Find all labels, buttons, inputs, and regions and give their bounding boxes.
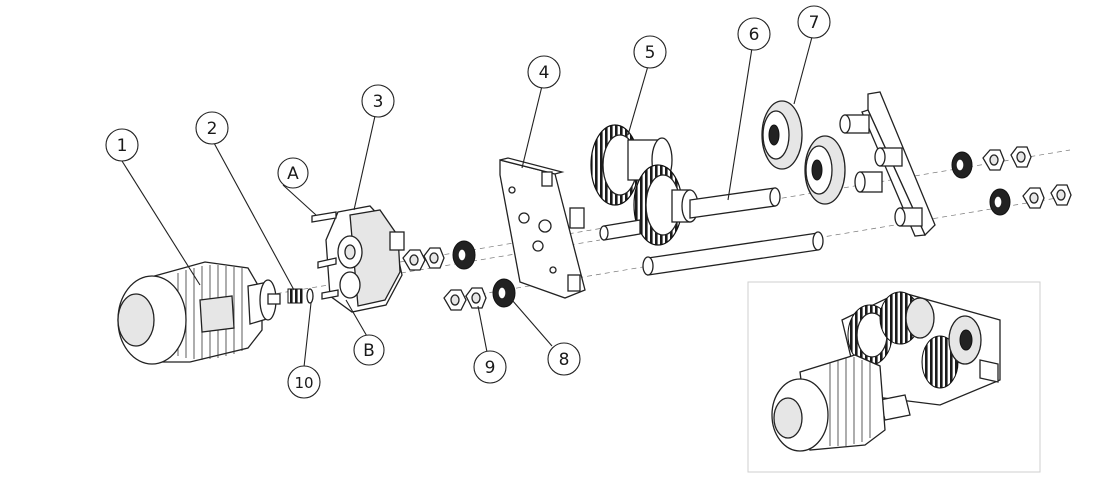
bearing-lower bbox=[492, 278, 516, 308]
callout-9: 9 bbox=[473, 350, 507, 384]
callout-A: A bbox=[277, 157, 309, 189]
callout-9-label: 9 bbox=[485, 358, 496, 378]
assembled-view-inset bbox=[747, 281, 1041, 473]
callout-B-label: B bbox=[363, 341, 375, 361]
nut-pair-right-upper bbox=[982, 146, 1032, 171]
bearing-right-lower bbox=[989, 188, 1011, 216]
callout-7-label: 7 bbox=[809, 13, 820, 33]
callout-6-label: 6 bbox=[749, 25, 760, 45]
callout-A-label: A bbox=[287, 164, 299, 184]
callout-4: 4 bbox=[527, 55, 561, 89]
callout-10-label: 10 bbox=[294, 374, 313, 392]
callout-8: 8 bbox=[547, 342, 581, 376]
axle-lower bbox=[642, 231, 824, 276]
callout-1: 1 bbox=[105, 128, 139, 162]
wheel-lower bbox=[804, 135, 846, 205]
callout-4-label: 4 bbox=[539, 63, 550, 83]
side-plate bbox=[499, 157, 586, 299]
nut-pair-lower bbox=[443, 287, 487, 311]
snap-ring bbox=[306, 288, 314, 304]
callout-5: 5 bbox=[633, 35, 667, 69]
leader-lines bbox=[121, 36, 813, 368]
callout-3: 3 bbox=[361, 84, 395, 118]
callout-7: 7 bbox=[797, 5, 831, 39]
callout-5-label: 5 bbox=[645, 43, 656, 63]
right-side-plate bbox=[839, 91, 936, 237]
motor bbox=[117, 261, 281, 365]
gear-lower bbox=[633, 164, 699, 246]
callout-2-label: 2 bbox=[207, 119, 218, 139]
callout-3-label: 3 bbox=[373, 92, 384, 112]
callout-B: B bbox=[353, 334, 385, 366]
bearing-upper bbox=[452, 240, 476, 270]
nut-pair-right-lower bbox=[1022, 184, 1072, 209]
callout-2: 2 bbox=[195, 111, 229, 145]
gear-pins bbox=[599, 219, 641, 241]
wheel-upper bbox=[761, 100, 803, 170]
bearing-right-upper bbox=[951, 151, 973, 179]
callout-6: 6 bbox=[737, 17, 771, 51]
coupling-sleeve bbox=[287, 288, 303, 304]
callout-1-label: 1 bbox=[117, 136, 128, 156]
gearbox-flange bbox=[311, 205, 405, 313]
callout-8-label: 8 bbox=[559, 350, 570, 370]
nut-pair-upper bbox=[402, 247, 445, 271]
callout-10: 10 bbox=[287, 365, 321, 399]
axle-upper bbox=[689, 187, 781, 219]
